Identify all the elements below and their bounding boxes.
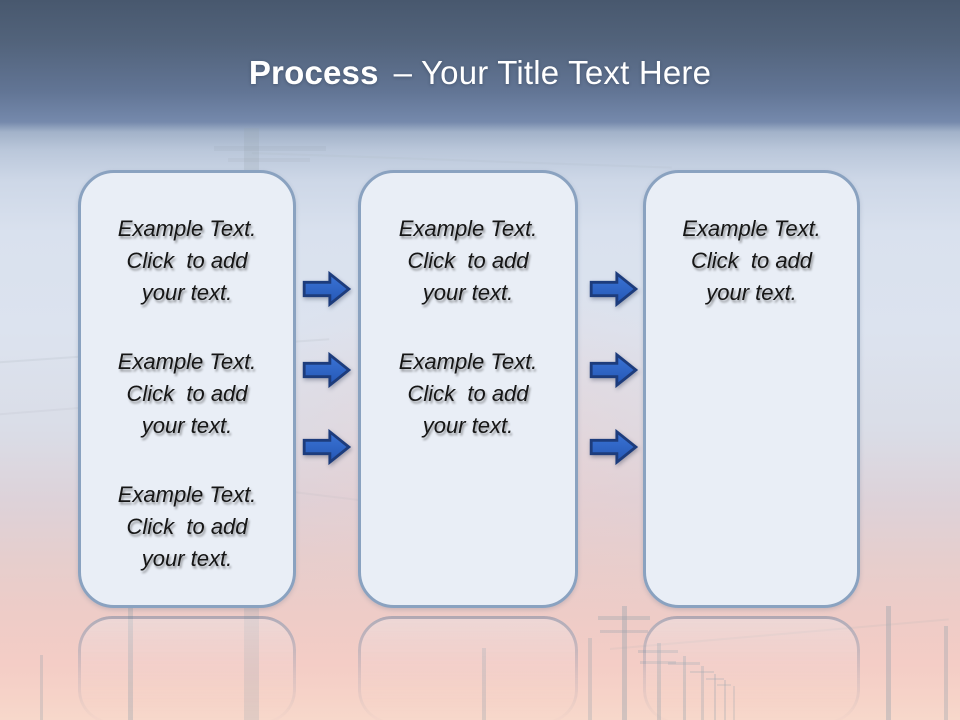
pole-crossarm bbox=[228, 158, 310, 162]
slide-title[interactable]: Process – Your Title Text Here bbox=[0, 54, 960, 92]
pole-crossarm bbox=[640, 661, 676, 664]
pole-crossarm bbox=[668, 662, 700, 665]
placeholder-text[interactable]: Example Text. Click to add your text. bbox=[682, 216, 821, 305]
arrow-right-icon[interactable] bbox=[589, 351, 639, 389]
process-box-1[interactable]: Example Text. Click to add your text. Ex… bbox=[78, 170, 296, 608]
title-keyword: Process bbox=[248, 54, 379, 91]
pole-crossarm bbox=[600, 630, 648, 633]
box-content: Example Text. Click to add your text. Ex… bbox=[81, 173, 293, 575]
arrow-right-icon[interactable] bbox=[302, 428, 352, 466]
placeholder-text[interactable]: Example Text. Click to add your text. bbox=[117, 349, 257, 438]
arrow-right-icon[interactable] bbox=[302, 270, 352, 308]
utility-pole bbox=[701, 666, 704, 720]
utility-pole bbox=[886, 606, 891, 720]
arrow-right-icon[interactable] bbox=[589, 428, 639, 466]
utility-pole bbox=[714, 674, 716, 720]
box-reflection-1 bbox=[78, 616, 296, 720]
pole-crossarm bbox=[717, 684, 731, 686]
box-content: Example Text. Click to add your text. Ex… bbox=[361, 173, 575, 442]
box-reflection-3 bbox=[643, 616, 860, 720]
placeholder-text[interactable]: Example Text. Click to add your text. bbox=[117, 482, 257, 571]
placeholder-text[interactable]: Example Text. Click to add your text. bbox=[117, 216, 257, 305]
title-subtitle: – Your Title Text Here bbox=[393, 54, 712, 91]
pole-crossarm bbox=[638, 650, 678, 653]
process-box-2[interactable]: Example Text. Click to add your text. Ex… bbox=[358, 170, 578, 608]
utility-pole bbox=[128, 598, 133, 720]
placeholder-text[interactable]: Example Text. Click to add your text. bbox=[398, 216, 538, 305]
pole-crossarm bbox=[706, 678, 724, 680]
box-content: Example Text. Click to add your text. bbox=[646, 173, 857, 309]
pole-crossarm bbox=[598, 616, 650, 620]
box-reflection-2 bbox=[358, 616, 578, 720]
utility-pole bbox=[683, 656, 686, 720]
utility-pole bbox=[40, 655, 43, 720]
utility-pole bbox=[733, 686, 735, 720]
pole-crossarm bbox=[690, 671, 714, 673]
process-box-3[interactable]: Example Text. Click to add your text. bbox=[643, 170, 860, 608]
utility-pole bbox=[724, 680, 726, 720]
utility-pole bbox=[657, 643, 661, 720]
arrow-right-icon[interactable] bbox=[302, 351, 352, 389]
power-line-wire bbox=[251, 152, 672, 169]
utility-pole bbox=[588, 638, 592, 720]
utility-pole bbox=[944, 626, 948, 720]
placeholder-text[interactable]: Example Text. Click to add your text. bbox=[398, 349, 538, 438]
utility-pole bbox=[482, 648, 486, 720]
pole-crossarm bbox=[214, 146, 326, 151]
arrow-right-icon[interactable] bbox=[589, 270, 639, 308]
utility-pole bbox=[622, 606, 627, 720]
